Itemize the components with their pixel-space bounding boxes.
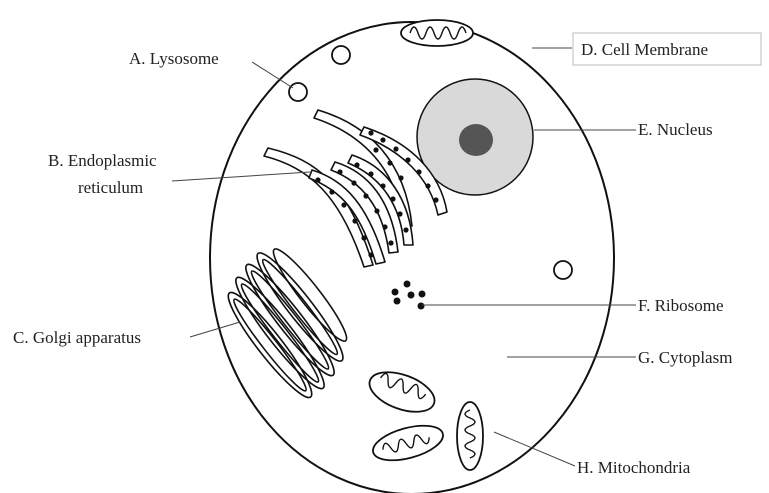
- label-mitochondria: H. Mitochondria: [577, 458, 691, 477]
- label-cytoplasm: G. Cytoplasm: [638, 348, 732, 367]
- label-endoplasmic-reticulum-line1: B. Endoplasmic: [48, 151, 157, 170]
- label-cell-membrane: D. Cell Membrane: [581, 40, 708, 59]
- label-lysosome: A. Lysosome: [129, 49, 219, 68]
- label-golgi-apparatus: C. Golgi apparatus: [13, 328, 141, 347]
- lysosome: [332, 46, 350, 64]
- lysosome: [289, 83, 307, 101]
- label-nucleus: E. Nucleus: [638, 120, 713, 139]
- label-endoplasmic-reticulum-line2: reticulum: [78, 178, 143, 197]
- lysosome: [554, 261, 572, 279]
- label-ribosome: F. Ribosome: [638, 296, 724, 315]
- nucleolus: [459, 124, 493, 156]
- mitochondrion-top: [401, 20, 473, 46]
- mitochondrion: [457, 402, 483, 470]
